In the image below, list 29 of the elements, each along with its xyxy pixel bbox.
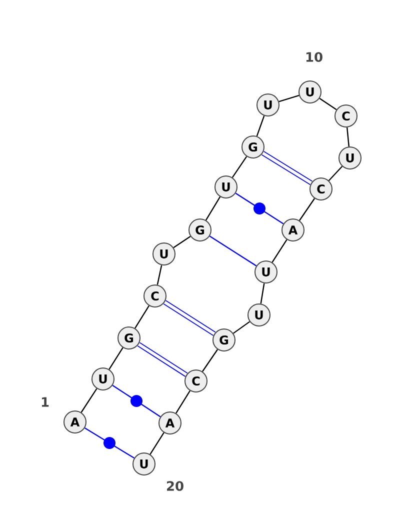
- backbone-line: [134, 305, 150, 329]
- base-pair-line: [84, 427, 134, 459]
- backbone-line: [156, 265, 162, 285]
- position-number: 1: [42, 397, 49, 407]
- backbone-line: [260, 283, 265, 304]
- backbone-line: [256, 116, 265, 136]
- backbone-line: [319, 98, 337, 110]
- backbone-line: [233, 321, 250, 334]
- backbone-line: [232, 156, 248, 178]
- backbone-line: [202, 349, 218, 372]
- backbone-line: [346, 127, 350, 147]
- base-pair-line: [235, 192, 284, 224]
- backbone-line: [298, 198, 316, 221]
- position-number: 20: [167, 481, 184, 491]
- base-pair-line: [137, 342, 188, 377]
- backbone-line: [108, 347, 124, 370]
- backbone-line: [205, 196, 221, 220]
- backbone-line: [278, 94, 300, 102]
- base-pair-line: [262, 151, 312, 185]
- backbone-line: [328, 166, 343, 182]
- backbone-line: [150, 432, 164, 455]
- position-number: 10: [306, 52, 322, 62]
- base-pair-line: [209, 236, 257, 266]
- backbone-line: [272, 239, 288, 263]
- base-pair-line: [112, 384, 161, 418]
- backbone-line: [176, 390, 190, 414]
- base-pair-line: [163, 300, 216, 336]
- backbone-line: [80, 388, 98, 413]
- backbone-line: [173, 236, 191, 248]
